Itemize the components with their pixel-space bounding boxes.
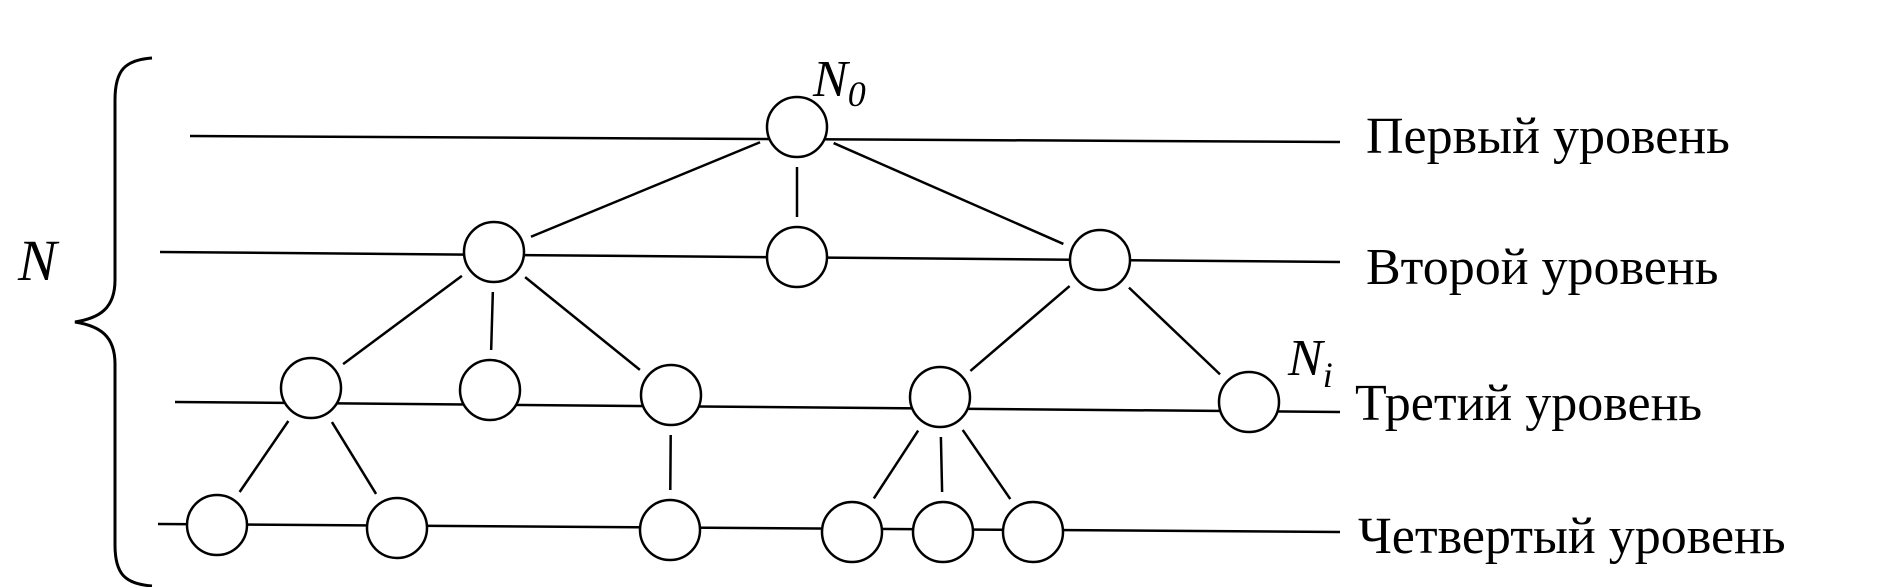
edge-root-l2-left: [530, 141, 761, 238]
node-l4-a: [185, 493, 249, 557]
levels-brace: [74, 56, 153, 587]
node-l4-b: [365, 496, 429, 560]
node-l3-e: [1217, 370, 1281, 434]
level-label-3: Третий уровень: [1355, 375, 1702, 432]
node-l4-c: [638, 498, 702, 562]
node-l3-a: [279, 356, 343, 420]
root-node-label: N0: [812, 51, 866, 114]
set-label: N: [17, 228, 60, 293]
level-line-1: [189, 134, 1341, 144]
edge-l2-left-l3-a: [342, 274, 463, 366]
node-l2-right: [1068, 228, 1132, 292]
edge-root-l2-right: [833, 141, 1064, 246]
node-i-label: Ni: [1287, 330, 1333, 395]
node-l4-f: [1001, 500, 1065, 564]
node-l3-d: [908, 365, 972, 429]
level-label-2: Второй уровень: [1366, 239, 1718, 296]
node-root: [765, 95, 829, 159]
edge-l3-a-l4-a: [238, 420, 290, 493]
edge-l3-d-l4-e: [939, 436, 944, 493]
edge-l2-right-l3-d: [969, 285, 1071, 372]
edge-l3-d-l4-f: [961, 429, 1012, 500]
edge-l3-d-l4-d: [872, 429, 920, 500]
node-l3-b: [458, 358, 522, 422]
node-l2-left: [462, 220, 526, 284]
level-line-4: [157, 522, 1341, 534]
node-l3-c: [639, 363, 703, 427]
node-l4-d: [820, 500, 884, 564]
tree-edges: [238, 141, 1221, 500]
level-line-3: [174, 400, 1341, 414]
edge-l2-left-l3-b: [489, 291, 495, 351]
edge-l2-left-l3-c: [524, 276, 641, 371]
level-label-1: Первый уровень: [1366, 108, 1730, 165]
level-line-2: [159, 250, 1341, 264]
edge-l2-right-l3-e: [1128, 286, 1221, 376]
tree-nodes: [185, 95, 1281, 564]
level-label-4: Четвертый уровень: [1358, 508, 1786, 565]
node-l2-middle: [765, 225, 829, 289]
edge-l3-a-l4-b: [330, 421, 378, 495]
node-l4-e: [911, 500, 975, 564]
